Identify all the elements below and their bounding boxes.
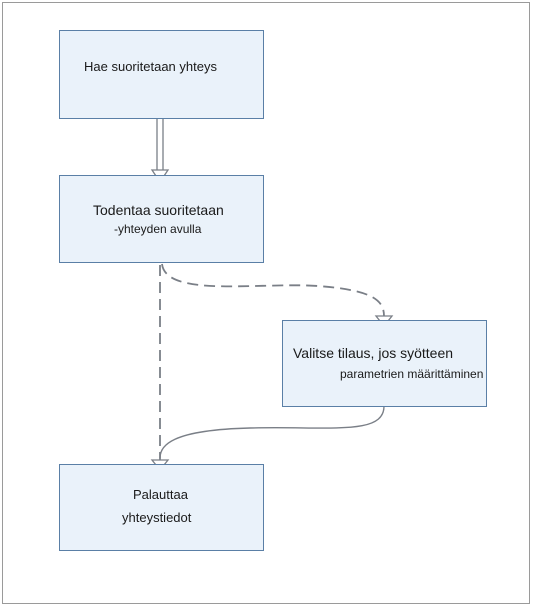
node-get-connection[interactable]: Hae suoritetaan yhteys [59,30,264,119]
connector-n1-n2 [156,118,164,170]
connector-n2-n3 [161,263,385,317]
connector-n3-n4 [159,405,385,459]
node-authenticate-label-line1: Todentaa suoritetaan [93,202,224,218]
node-select-subscription-label-line2: parametrien määrittäminen [340,367,484,381]
node-return-connection-info-label-line1: Palauttaa [133,487,188,502]
node-authenticate-label-line2: -yhteyden avulla [114,222,202,236]
node-select-subscription[interactable]: Valitse tilaus, jos syötteen parametrien… [282,320,487,407]
node-authenticate[interactable]: Todentaa suoritetaan -yhteyden avulla [59,175,264,263]
node-select-subscription-label-line1: Valitse tilaus, jos syötteen [293,345,454,361]
node-return-connection-info-label-line2: yhteystiedot [122,510,192,525]
node-return-connection-info[interactable]: Palauttaa yhteystiedot [59,464,264,551]
node-get-connection-label: Hae suoritetaan yhteys [84,59,217,74]
